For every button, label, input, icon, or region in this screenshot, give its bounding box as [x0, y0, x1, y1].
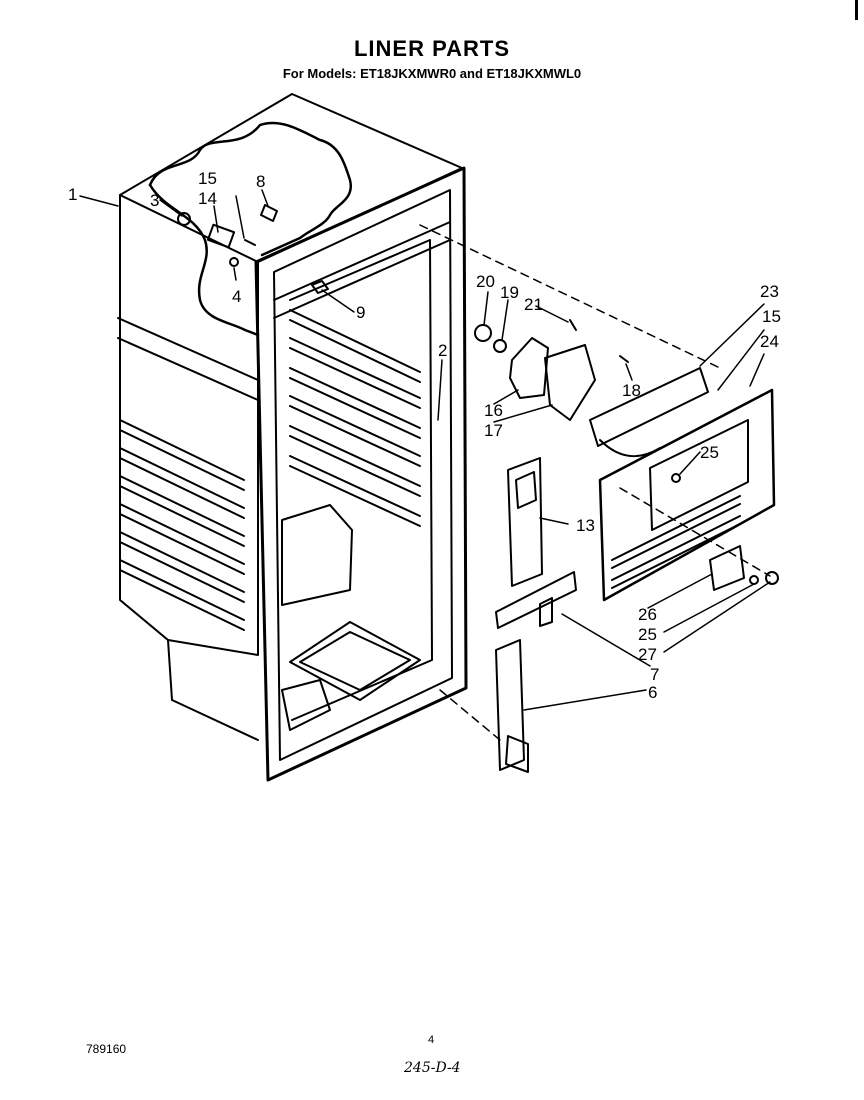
fan-motor-assembly	[474, 319, 629, 421]
callout-19: 19	[500, 283, 519, 302]
callout-25a: 25	[700, 443, 719, 462]
drawing-number: 789160	[86, 1042, 127, 1056]
rear-panel	[598, 388, 776, 602]
callout-2: 2	[438, 341, 447, 360]
page-edge-mark	[855, 0, 858, 20]
page-title: LINER PARTS	[353, 36, 511, 61]
liner-front-flange	[254, 166, 468, 782]
callout-26: 26	[638, 605, 657, 624]
alignment-lines	[419, 224, 771, 741]
baffle-7	[495, 571, 577, 629]
callout-9: 9	[356, 303, 365, 322]
callout-20: 20	[476, 272, 495, 291]
callout-24: 24	[760, 332, 779, 351]
callout-1: 1	[68, 185, 77, 204]
air-duct-cover	[589, 367, 709, 458]
callout-17: 17	[484, 421, 503, 440]
callout-6: 6	[648, 683, 657, 702]
callout-27: 27	[638, 645, 657, 664]
leader-lines	[79, 189, 771, 711]
duct-cover-13	[507, 457, 543, 587]
callout-7: 7	[650, 665, 659, 684]
top-mounted-parts	[177, 204, 329, 294]
callout-14: 14	[198, 189, 217, 208]
callout-4: 4	[232, 287, 241, 306]
callout-13: 13	[576, 516, 595, 535]
callout-25b: 25	[638, 625, 657, 644]
callout-21: 21	[524, 295, 543, 314]
page-number: 4	[428, 1034, 435, 1046]
callout-23: 23	[760, 282, 779, 301]
panel-6	[495, 639, 529, 773]
handwritten-reference: 245-D-4	[404, 1060, 461, 1076]
callout-8: 8	[256, 172, 265, 191]
callout-15a: 15	[198, 169, 217, 188]
callout-15b: 15	[762, 307, 781, 326]
callout-16: 16	[484, 401, 503, 420]
page-subtitle: For Models: ET18JKXMWR0 and ET18JKXMWL0	[282, 66, 582, 81]
callout-3: 3	[150, 191, 159, 210]
callout-18: 18	[622, 381, 641, 400]
